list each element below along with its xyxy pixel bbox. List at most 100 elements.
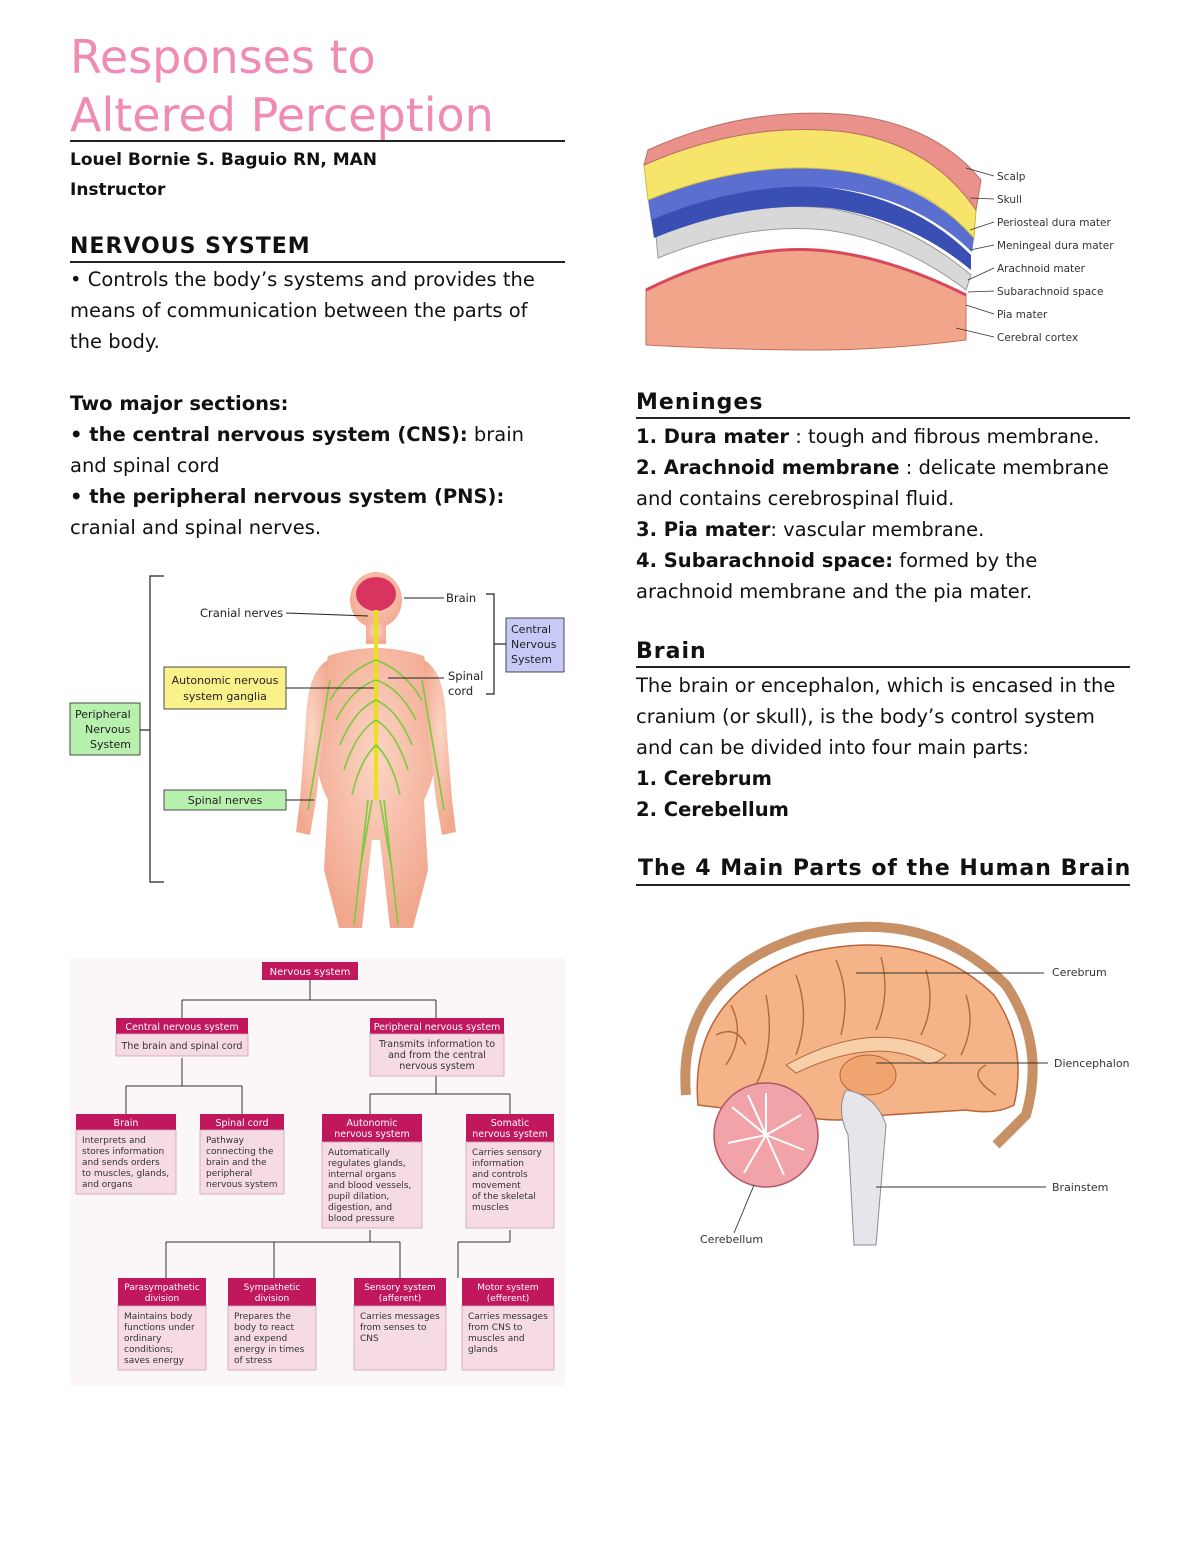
svg-text:Nervous system: Nervous system — [270, 967, 351, 978]
svg-text:Automatically regulates: Automatically regulates glands, internal… — [328, 1148, 414, 1224]
svg-text:Brain: Brain — [114, 1118, 139, 1129]
nervous-description: • Controls the body’s systems and provid… — [70, 268, 535, 353]
svg-text:(afferent): (afferent) — [379, 1294, 422, 1304]
pns-box: Peripheral Nervous System — [69, 702, 141, 756]
nervous-system-heading: NERVOUS SYSTEM — [70, 234, 311, 259]
title-line-1: Responses to — [70, 30, 376, 84]
svg-text:Spinal nerves: Spinal nerves — [188, 794, 263, 807]
meninges-list: 1. Dura mater : tough and fibrous membra… — [636, 421, 1130, 607]
svg-text:nervous system: nervous system — [472, 1129, 548, 1140]
svg-text:Nervous: Nervous — [511, 638, 557, 651]
autonomic-ganglia-box: Autonomic nervous system ganglia — [163, 666, 287, 710]
author-name: Louel Bornie S. Baguio RN, MAN — [70, 150, 378, 170]
svg-text:Autonomic nervous: Autonomic nervous — [172, 674, 279, 687]
meninges-labels: Scalp Skull Periosteal dura mater Mening… — [997, 171, 1114, 344]
meninges-item-4: 4. Subarachnoid space: formed by the ara… — [636, 549, 1038, 603]
svg-text:Carries sensory informat: Carries sensory information and controls… — [472, 1148, 545, 1213]
svg-text:The brain and spinal cord: The brain and spinal cord — [121, 1041, 243, 1052]
brain-parts-rule — [636, 884, 1130, 886]
label-pia-mater: Pia mater — [997, 309, 1048, 321]
brainstem-shape — [841, 1089, 887, 1246]
leader-lines — [285, 597, 444, 801]
svg-text:Interprets and stores in: Interprets and stores information and se… — [82, 1136, 172, 1190]
svg-text:Maintains body functions: Maintains body functions under ordinary … — [124, 1312, 198, 1366]
svg-text:Peripheral: Peripheral — [75, 708, 131, 721]
flow-parasympathetic: Parasympathetic division Maintains body … — [117, 1278, 207, 1371]
label-spinal-cord-2: cord — [448, 684, 473, 698]
label-brain: Brain — [446, 591, 476, 605]
svg-text:Sympathetic: Sympathetic — [244, 1283, 301, 1293]
svg-text:Transmits information to: Transmits information to — [378, 1039, 495, 1050]
scalp-layer — [643, 112, 982, 212]
cerebrum-gyri — [715, 956, 997, 1096]
svg-text:Peripheral nervous system: Peripheral nervous system — [374, 1022, 501, 1033]
svg-text:Carries messages from CN: Carries messages from CNS to muscles and… — [468, 1312, 551, 1355]
label-scalp: Scalp — [997, 171, 1026, 183]
pns-term: • the peripheral nervous system (PNS): — [70, 485, 505, 508]
pns-item: • the peripheral nervous system (PNS): c… — [70, 481, 565, 543]
title-line-2: Altered Perception — [70, 88, 494, 142]
brain-parts-list: 1. Cerebrum 2. Cerebellum — [636, 763, 1130, 825]
sections-label: Two major sections: — [70, 392, 289, 415]
nervous-sections: Two major sections: • the central nervou… — [70, 388, 565, 543]
svg-text:Nervous: Nervous — [85, 723, 131, 736]
label-cerebrum: Cerebrum — [1052, 966, 1107, 979]
label-brainstem: Brainstem — [1052, 1181, 1108, 1194]
flow-root: Nervous system — [262, 962, 358, 980]
svg-text:and from the central: and from the central — [388, 1050, 486, 1061]
flow-sympathetic: Sympathetic division Prepares the body t… — [227, 1278, 317, 1371]
svg-text:division: division — [255, 1294, 289, 1304]
cns-desc: brain and spinal cord — [70, 423, 525, 477]
svg-text:Spinal cord: Spinal cord — [215, 1118, 268, 1129]
nervous-system-body-figure: Brain Cranial nerves Autonomic nervous s… — [69, 572, 565, 928]
brain-description: The brain or encephalon, which is encase… — [636, 674, 1116, 759]
cns-item: • the central nervous system (CNS): brai… — [70, 419, 565, 481]
svg-text:Motor system: Motor system — [477, 1283, 538, 1293]
document-title: Responses to Altered Perception — [70, 28, 570, 144]
meninges-figure: Scalp Skull Periosteal dura mater Mening… — [636, 60, 1130, 386]
pia-mater-layer — [645, 248, 967, 297]
flow-sensory: Sensory system (afferent) Carries messag… — [353, 1278, 447, 1371]
author-role: Instructor — [70, 180, 166, 200]
svg-text:Parasympathetic: Parasympathetic — [124, 1283, 200, 1293]
meningeal-dura-layer — [651, 186, 971, 270]
brain-leaders — [733, 972, 1048, 1234]
brain-figure: Cerebrum Diencephalon Brainstem Cerebell… — [680, 921, 1130, 1246]
svg-text:Carries messages from se: Carries messages from senses to CNS — [360, 1312, 443, 1344]
label-spinal-cord-1: Spinal — [448, 669, 483, 683]
svg-text:Prepares the body to rea: Prepares the body to react and expend en… — [234, 1312, 307, 1366]
label-cerebellum: Cerebellum — [700, 1233, 763, 1246]
spinal-nerves-box: Spinal nerves — [163, 789, 287, 811]
label-periosteal-dura: Periosteal dura mater — [997, 217, 1111, 229]
nervous-system-flowchart: Nervous system Central nervous system Th… — [70, 958, 565, 1386]
flow-motor: Motor system (efferent) Carries messages… — [461, 1278, 555, 1371]
label-cerebral-cortex: Cerebral cortex — [997, 332, 1078, 344]
flow-pns: Peripheral nervous system Transmits info… — [369, 1018, 505, 1077]
label-subarachnoid: Subarachnoid space — [997, 286, 1103, 298]
peripheral-nerves — [307, 659, 445, 926]
brain-shape — [356, 577, 396, 611]
label-arachnoid: Arachnoid mater — [997, 263, 1086, 275]
svg-text:(efferent): (efferent) — [487, 1294, 530, 1304]
label-cranial-nerves: Cranial nerves — [200, 606, 283, 620]
flow-somatic: Somatic nervous system Carries sensory i… — [465, 1114, 555, 1229]
flow-spinal-cord: Spinal cord Pathway connecting the brain… — [199, 1114, 285, 1195]
svg-text:Central: Central — [511, 623, 551, 636]
svg-text:nervous system: nervous system — [399, 1061, 475, 1072]
svg-text:division: division — [145, 1294, 179, 1304]
flow-autonomic: Autonomic nervous system Automatically r… — [321, 1114, 423, 1229]
meninges-item-2: 2. Arachnoid membrane : delicate membran… — [636, 456, 1109, 510]
svg-text:Somatic: Somatic — [491, 1118, 530, 1129]
meninges-heading: Meninges — [636, 390, 764, 415]
cns-box: Central Nervous System — [505, 617, 565, 673]
flow-cns: Central nervous system The brain and spi… — [115, 1018, 249, 1057]
label-diencephalon: Diencephalon — [1054, 1057, 1130, 1070]
svg-text:system ganglia: system ganglia — [183, 690, 267, 703]
diencephalon-shape — [839, 1054, 897, 1096]
svg-text:nervous system: nervous system — [334, 1129, 410, 1140]
svg-text:System: System — [90, 738, 131, 751]
svg-text:Pathway connecting the: Pathway connecting the brain and the per… — [206, 1136, 278, 1190]
label-skull: Skull — [997, 194, 1022, 206]
brain-part-2: 2. Cerebellum — [636, 798, 789, 821]
title-rule — [70, 140, 565, 142]
